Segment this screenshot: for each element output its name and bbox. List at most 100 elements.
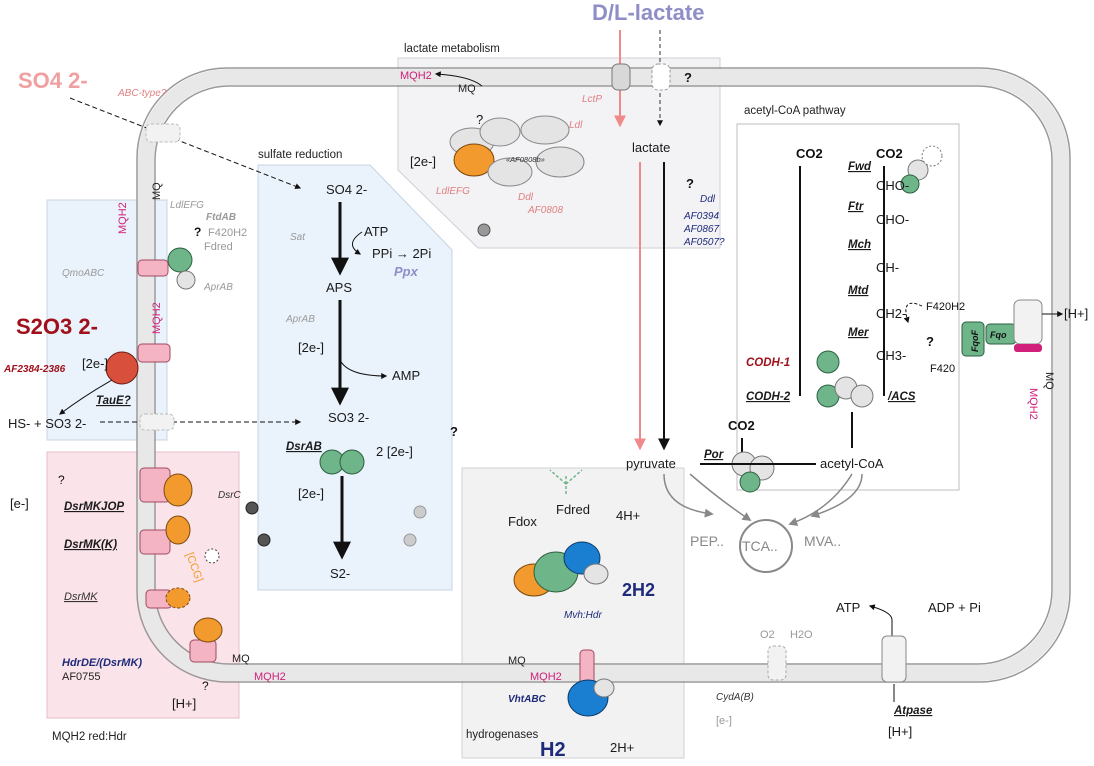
- hdr-hplus: [H+]: [172, 696, 196, 711]
- lactate-mq-arrow: [434, 71, 483, 87]
- dsrc-sh-1: [245, 501, 259, 515]
- two-h-plus-label: 2H+: [610, 740, 634, 755]
- fwd-label: Fwd: [848, 161, 872, 173]
- thiosulfate-red-enzyme: [105, 351, 139, 385]
- section-mqh2-red-hdr: MQH2 red:Hdr: [52, 731, 127, 743]
- acs-label: /ACS: [887, 391, 916, 403]
- dsrc-2e-label: [2e-]: [298, 486, 324, 501]
- vht-mq: MQ: [508, 655, 526, 667]
- hdr-question: ?: [58, 473, 65, 487]
- thio-products-label: HS- + SO3 2-: [8, 416, 86, 431]
- codh-green-1: [816, 350, 840, 374]
- f420-right: F420: [930, 363, 955, 375]
- membrane-band: [138, 69, 1069, 681]
- codh2-label: CODH-2: [746, 391, 791, 403]
- taue-label: TauE?: [96, 395, 131, 407]
- mva-label: MVA..: [804, 533, 841, 549]
- cho1-label: CHO-: [876, 178, 909, 193]
- hdr-mq: MQ: [232, 653, 250, 665]
- dsrab-label: DsrAB: [286, 441, 322, 453]
- section-lactate-metabolism: lactate metabolism: [404, 43, 500, 55]
- aprab-label: AprAB: [285, 314, 315, 325]
- fqo-mq: MQ: [1043, 372, 1055, 390]
- sulfate-reduction-box: [257, 164, 453, 591]
- cho2-label: CHO-: [876, 212, 909, 227]
- acetylcoa-to-mva: [810, 473, 863, 519]
- pyruvate-to-tca: [689, 473, 752, 521]
- lactate-q3: ?: [686, 176, 694, 191]
- ppx-label: Ppx: [394, 264, 419, 279]
- ddl-blue-label: Ddl: [700, 194, 716, 205]
- mtd-label: Mtd: [848, 285, 869, 297]
- dsrab-question: ?: [450, 424, 458, 439]
- pep-label: PEP..: [690, 533, 724, 549]
- f420-question: ?: [926, 334, 934, 349]
- qmo-mqh2: MQH2: [117, 202, 129, 234]
- lactate-sh-protein: [477, 223, 491, 237]
- co2-right: CO2: [876, 146, 903, 161]
- so3-transporter: [139, 413, 175, 431]
- atp-ppi-arrow: [352, 231, 363, 255]
- lctp-transporter: [611, 63, 631, 91]
- adp-label: ADP + Pi: [928, 600, 981, 615]
- mer-label: Mer: [848, 327, 869, 339]
- atpase-protein: [881, 635, 907, 683]
- fqo-mqh2: MQH2: [1027, 388, 1039, 420]
- inner-membrane: [154, 85, 1053, 665]
- hdrde-label: HdrDE/(DsrMK): [62, 657, 142, 669]
- dsrc-label: DsrC: [218, 490, 242, 501]
- ftr-label: Ftr: [848, 201, 864, 213]
- qmo-membrane-protein: [137, 259, 169, 277]
- lactate-enzyme-grey-3: [487, 157, 533, 187]
- por-green: [739, 471, 761, 493]
- dsrc-grey-right-2: [403, 533, 417, 547]
- lactate-enzyme-orange: [453, 143, 495, 177]
- atp-label: ATP: [364, 224, 388, 239]
- sulfate-import-arrow: [69, 97, 302, 190]
- abc-type-label: ABC-type?: [117, 88, 167, 99]
- two-e-lactate: [2e-]: [410, 154, 436, 169]
- af0394-label: AF0394: [683, 211, 719, 222]
- dsrc-grey-right-1: [413, 505, 427, 519]
- cyda-protein: [767, 645, 787, 681]
- dsrmk-label: DsrMK: [64, 591, 98, 603]
- vht-grey: [593, 678, 615, 698]
- qmo-green: [167, 247, 193, 273]
- so3-label: SO3 2-: [328, 410, 369, 425]
- fwd-green: [900, 174, 920, 194]
- lactate-label: lactate: [632, 140, 670, 155]
- tca-cycle: [739, 519, 793, 573]
- lactate-mq: MQ: [458, 83, 476, 95]
- ch2-label: CH2-: [876, 306, 906, 321]
- lactate-enzyme-grey-2: [479, 117, 521, 147]
- af0808b-label: «AF0808b»: [506, 155, 545, 164]
- af0867-label: AF0867: [683, 224, 719, 235]
- af0808-label: AF0808: [527, 205, 563, 216]
- fdab-question: ?: [194, 225, 201, 239]
- four-h-label: 4H+: [616, 508, 640, 523]
- thio-mqh2: MQH2: [151, 302, 163, 334]
- hplus-bottom: [H+]: [888, 724, 912, 739]
- mch-label: Mch: [848, 239, 871, 251]
- acetyl-coa-box: [736, 123, 960, 491]
- fdox-label: Fdox: [508, 514, 537, 529]
- atp-out-label: ATP: [836, 600, 860, 615]
- tca-label: TCA..: [742, 538, 778, 554]
- two-h2-label: 2H2: [622, 580, 655, 600]
- dsrc-empty: [204, 548, 220, 564]
- vht-mqh2: MQH2: [530, 671, 562, 683]
- h2o-label: H2O: [790, 629, 813, 641]
- f420h2-right: F420H2: [926, 301, 965, 313]
- fd-green-arrows: [549, 469, 583, 494]
- lactate-question: ?: [684, 70, 692, 85]
- acetyl-coa-label: acetyl-CoA: [820, 456, 884, 471]
- dsrmkjop-label: DsrMKJOP: [64, 501, 124, 513]
- dsrc-sh-2: [257, 533, 271, 547]
- ch-label: CH-: [876, 260, 899, 275]
- ldlefg-label: LdlEFG: [436, 186, 470, 197]
- mvh-hdr-label: Mvh:Hdr: [564, 610, 602, 621]
- atpase-arrow: [868, 604, 893, 640]
- fdab-label: FtdAB: [206, 212, 236, 223]
- section-hydrogenases: hydrogenases: [466, 729, 538, 741]
